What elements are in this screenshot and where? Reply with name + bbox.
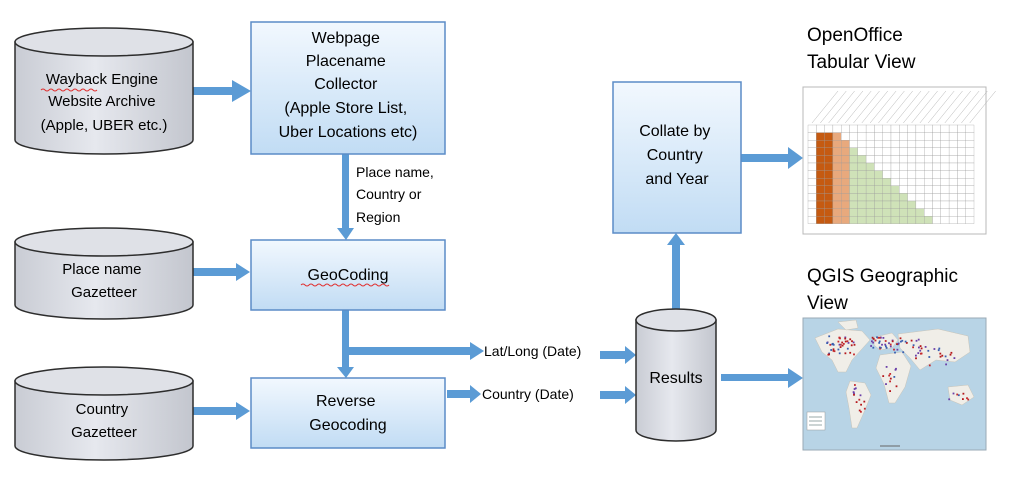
arrow-collector-to-geocoding bbox=[337, 154, 354, 240]
country-gazetteer-line-2: Gazetteer bbox=[71, 424, 137, 441]
tabular-view-title: OpenOffice Tabular View bbox=[807, 25, 916, 73]
svg-text:Wayback Engine Website A: Wayback Engine Website Archive (Apple, U… bbox=[41, 71, 168, 134]
spreadsheet-rotated-headers bbox=[811, 90, 996, 124]
arrow-geocoding-to-reverse bbox=[337, 310, 354, 378]
box-reverse-geocoding: Reverse Geocoding bbox=[250, 377, 446, 449]
arrow-collate-to-tabular bbox=[741, 147, 803, 169]
box-geocoding: GeoCoding bbox=[250, 239, 446, 311]
country-gazetteer-line-1: Country bbox=[76, 401, 129, 418]
reverse-line-2: Geocoding bbox=[309, 417, 386, 434]
cylinder-results: Results bbox=[635, 308, 717, 442]
cylinder-placename-gazetteer: Place name Gazetteer bbox=[14, 227, 194, 320]
collector-line-1: Webpage bbox=[312, 30, 380, 47]
latlong-date-label: Lat/Long (Date) bbox=[484, 343, 581, 359]
svg-text:Collate by Country: Collate by Country and Year bbox=[639, 123, 715, 188]
collate-line-3: and Year bbox=[645, 171, 709, 188]
tabular-view-thumbnail bbox=[802, 86, 996, 235]
geocoding-spellcheck-underline bbox=[300, 283, 390, 287]
collector-line-4: (Apple Store List, bbox=[284, 100, 407, 117]
arrow-latlong-branch bbox=[346, 342, 484, 360]
arrow-latlong-to-results bbox=[600, 346, 636, 364]
arrow-wayback-to-collector bbox=[193, 80, 251, 102]
box-collector: Webpage Placename Collector (Apple Store… bbox=[250, 21, 446, 155]
svg-text:Place name Gazetteer: Place name Gazetteer bbox=[62, 261, 145, 301]
geographic-view-thumbnail bbox=[802, 317, 987, 451]
spreadsheet-grid bbox=[807, 124, 975, 224]
results-label: Results bbox=[649, 370, 702, 387]
reverse-line-1: Reverse bbox=[316, 393, 376, 410]
cylinder-wayback: Wayback Engine Website Archive (Apple, U… bbox=[14, 27, 194, 155]
geocoding-label: GeoCoding bbox=[308, 267, 389, 284]
collector-line-5: Uber Locations etc) bbox=[279, 124, 418, 141]
arrow-reverse-to-country-date bbox=[447, 385, 481, 403]
svg-text:Country Gazetteer: Country Gazetteer bbox=[71, 401, 137, 441]
collate-line-1: Collate by bbox=[639, 123, 710, 140]
arrow-results-to-collate bbox=[667, 233, 685, 318]
collector-line-2: Placename bbox=[306, 53, 386, 70]
wayback-spellcheck-underline bbox=[40, 88, 98, 92]
placename-gazetteer-line-2: Gazetteer bbox=[71, 284, 137, 301]
map-location-markers bbox=[826, 335, 970, 413]
box-collate: Collate by Country and Year bbox=[612, 81, 742, 234]
wayback-label-line-3: (Apple, UBER etc.) bbox=[41, 117, 168, 134]
arrow-placename-gazetteer-to-geocoding bbox=[193, 263, 250, 281]
connectors bbox=[193, 80, 803, 420]
place-info-label: Place name, Country or Region bbox=[356, 164, 438, 225]
cylinder-country-gazetteer: Country Gazetteer bbox=[14, 366, 194, 461]
geographic-view-title: QGIS Geographic View bbox=[807, 266, 963, 314]
wayback-label-line-1: Wayback Engine bbox=[46, 71, 158, 88]
svg-text:Webpage Placename: Webpage Placename Collector (Apple Store… bbox=[279, 30, 418, 141]
placename-gazetteer-line-1: Place name bbox=[62, 261, 141, 278]
wayback-label-line-2: Website Archive bbox=[48, 93, 155, 110]
country-date-label: Country (Date) bbox=[482, 386, 574, 402]
arrow-country-gazetteer-to-reverse bbox=[193, 402, 250, 420]
arrow-results-to-geographic bbox=[721, 368, 803, 388]
arrow-country-date-to-results bbox=[600, 386, 636, 404]
svg-text:Reverse Geocoding: Reverse Geocoding bbox=[309, 393, 386, 434]
collector-line-3: Collector bbox=[314, 76, 378, 93]
collate-line-2: Country bbox=[647, 147, 703, 164]
